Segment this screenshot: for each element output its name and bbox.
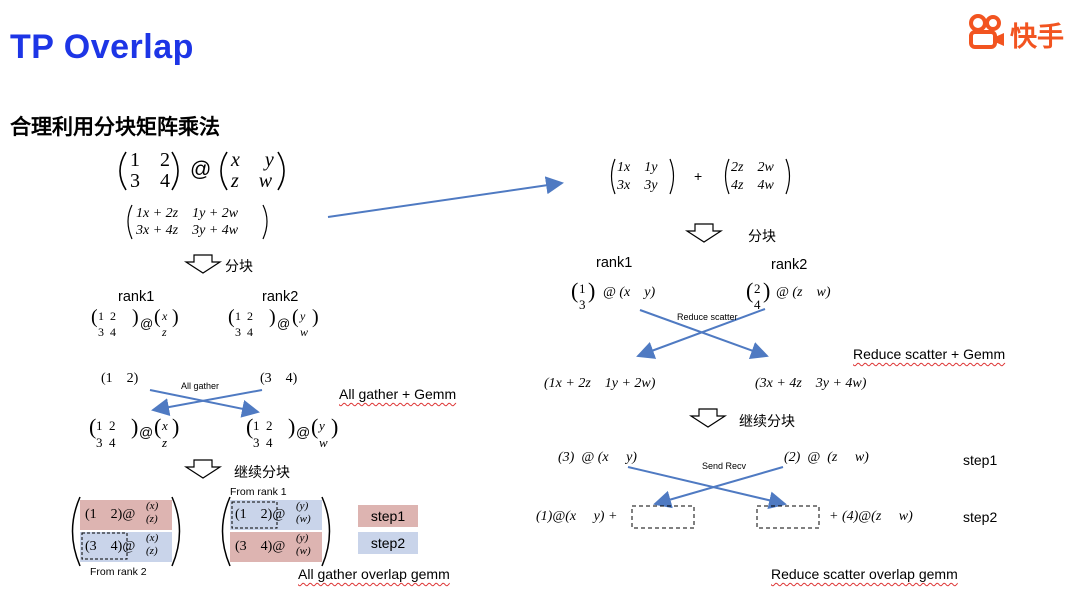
continue-split-label: 继续分块	[234, 465, 290, 481]
big-paren-left	[221, 496, 231, 567]
from-rank1-label: From rank 1	[230, 486, 287, 498]
reduce-overlap-label: Reduce scatter overlap gemm	[771, 566, 958, 582]
from-rank2-label: From rank 2	[90, 566, 147, 578]
kuaishou-logo-icon	[969, 14, 1004, 49]
legend-step1: step1	[358, 505, 418, 527]
step1-right-expr: (2) @ (z w)	[784, 450, 869, 465]
reduce-arrow-2	[639, 309, 769, 360]
step1-block	[230, 532, 322, 562]
big-paren-right	[321, 496, 331, 567]
matmul-operator: @	[190, 158, 212, 181]
right-rank2-row: @ (z w)	[776, 285, 831, 300]
big-paren-right	[171, 496, 181, 567]
sendrecv-tiny-label: Send Recv	[702, 461, 747, 471]
matrix-b: x y z w	[231, 149, 274, 192]
dashed-box	[756, 505, 820, 529]
rank2-label: rank2	[262, 289, 299, 305]
allgather-overlap-label: All gather overlap gemm	[298, 566, 450, 582]
dashed-box	[631, 505, 695, 529]
right-step1-label: step1	[963, 452, 998, 468]
reduce-tiny-label: Reduce scatter	[677, 312, 738, 322]
step1-left-expr: (3) @ (x y)	[558, 450, 637, 465]
down-arrow-icon	[183, 254, 223, 274]
step2-left-expr: (1)@(x y) +	[536, 509, 618, 524]
allgather-arrow-1	[151, 389, 263, 416]
sum-matrix-right: 2z 2w 4z 4w	[731, 160, 774, 193]
step1-block	[80, 500, 172, 530]
legend-step2: step2	[358, 532, 418, 554]
sendrecv-arrow-2	[627, 466, 787, 510]
right-step2-label: step2	[963, 509, 998, 525]
section-subtitle: 合理利用分块矩阵乘法	[10, 115, 220, 139]
step2-block	[80, 532, 172, 562]
down-arrow-icon	[684, 223, 724, 243]
allgather-gemm-label: All gather + Gemm	[339, 386, 457, 402]
right-rank1-row: @ (x y)	[603, 285, 656, 300]
page-title: TP Overlap	[10, 28, 194, 66]
split-label: 分块	[225, 259, 253, 275]
right-continue-label: 继续分块	[739, 414, 795, 430]
rank1-label: rank1	[118, 289, 155, 305]
step2-block	[230, 500, 322, 530]
dashed-box	[231, 501, 278, 529]
down-arrow-icon	[688, 408, 728, 428]
right-rank1-label: rank1	[596, 255, 633, 271]
reduce-result-2: (3x + 4z 3y + 4w)	[755, 376, 867, 391]
right-split-label: 分块	[748, 229, 776, 245]
sum-matrix-left: 1x 1y 3x 3y	[617, 160, 658, 193]
row-vector-2: (3 4)	[260, 371, 298, 386]
big-paren-left	[71, 496, 81, 567]
reduce-result-1: (1x + 2z 1y + 2w)	[544, 376, 656, 391]
row-vector-1: (1 2)	[101, 371, 139, 386]
step2-right-expr: + (4)@(z w)	[829, 509, 913, 524]
plus-operator: +	[694, 168, 703, 184]
sendrecv-arrow-1	[653, 466, 784, 509]
right-rank2-label: rank2	[771, 257, 808, 273]
allgather-tiny-label: All gather	[181, 381, 220, 391]
dashed-box	[81, 532, 128, 560]
brand-name: 快手	[1010, 22, 1064, 53]
connector-arrow	[327, 176, 564, 218]
matrix-a: 1 2 3 4	[130, 149, 170, 192]
allgather-arrow-2	[149, 389, 260, 418]
down-arrow-icon	[183, 459, 223, 479]
reduce-gemm-label: Reduce scatter + Gemm	[853, 346, 1006, 362]
